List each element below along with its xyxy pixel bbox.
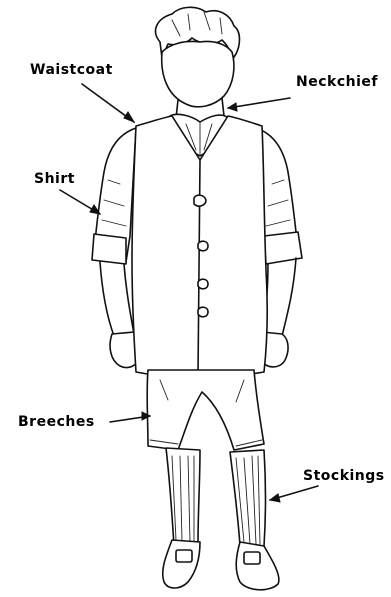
button-2	[198, 241, 208, 251]
face	[162, 41, 234, 106]
button-1	[194, 195, 206, 206]
shoe-left-buckle	[176, 550, 192, 562]
label-stockings: Stockings	[303, 468, 385, 484]
stocking-left	[166, 448, 200, 546]
arrow-neckchief	[228, 98, 290, 111]
label-neckchief: Neckchief	[296, 74, 378, 90]
button-4	[198, 307, 208, 317]
arrow-stockings	[270, 486, 318, 502]
stocking-right	[230, 450, 266, 546]
breeches	[147, 370, 264, 450]
arrow-waistcoat	[82, 84, 134, 122]
label-breeches: Breeches	[18, 414, 95, 430]
arrow-breeches	[110, 412, 150, 422]
arrow-shirt	[60, 190, 100, 214]
shoe-right	[236, 542, 279, 590]
shoe-left	[163, 540, 200, 588]
shirt-left-cuff	[92, 234, 126, 264]
shoe-right-buckle	[244, 552, 260, 564]
label-waistcoat: Waistcoat	[30, 62, 113, 78]
left-arm	[100, 262, 134, 336]
button-3	[198, 279, 208, 289]
label-shirt: Shirt	[34, 171, 75, 187]
